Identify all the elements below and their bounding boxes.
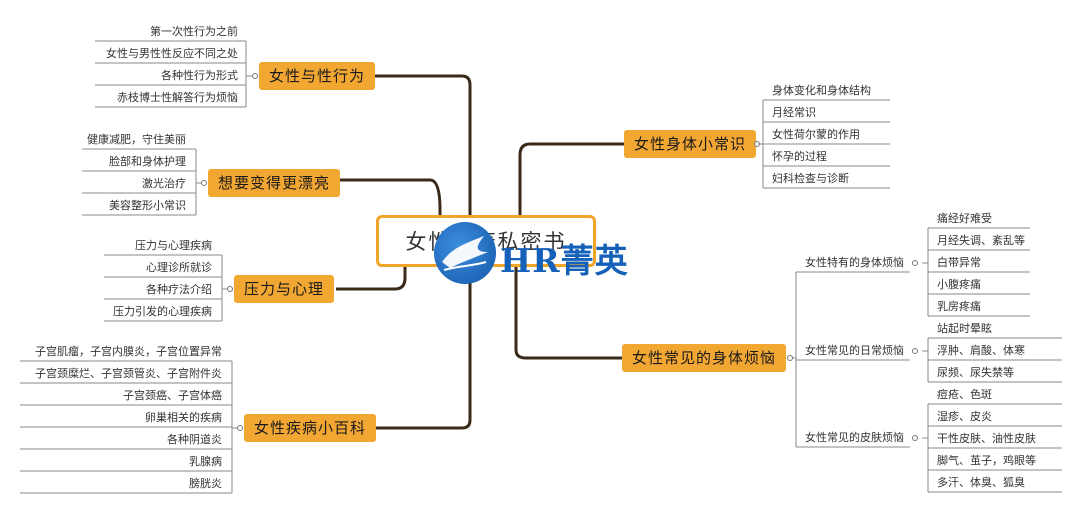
leaf-item[interactable]: 浮肿、肩酸、体寒 — [937, 344, 1025, 357]
leaf-item[interactable]: 小腹疼痛 — [937, 278, 981, 291]
leaf-item[interactable]: 站起时晕眩 — [937, 322, 992, 335]
bird-logo-icon — [434, 222, 496, 284]
topic-disease-encyclopedia[interactable]: 女性疾病小百科 — [244, 414, 377, 442]
leaf-item[interactable]: 子宫颈糜烂、子宫颈管炎、子宫附件炎 — [35, 367, 222, 380]
connector-line — [518, 142, 624, 215]
leaf-item[interactable]: 激光治疗 — [142, 177, 186, 190]
collapse-toggle-icon[interactable] — [912, 260, 918, 266]
collapse-toggle-icon[interactable] — [201, 180, 207, 186]
leaf-item[interactable]: 妇科检查与诊断 — [772, 172, 849, 185]
collapse-toggle-icon[interactable] — [252, 73, 258, 79]
hr-logo-watermark: HR菁英 — [434, 222, 654, 292]
topic-stress-mind[interactable]: 压力与心理 — [234, 275, 335, 303]
subtopic-daily-troubles[interactable]: 女性常见的日常烦恼 — [805, 344, 904, 357]
subtopic-specific-troubles[interactable]: 女性特有的身体烦恼 — [805, 256, 904, 269]
leaf-item[interactable]: 健康减肥，守住美丽 — [87, 133, 186, 146]
collapse-toggle-icon[interactable] — [237, 425, 243, 431]
leaf-item[interactable]: 湿疹、皮炎 — [937, 410, 992, 423]
connector-line — [376, 267, 472, 430]
leaf-item[interactable]: 第一次性行为之前 — [150, 25, 238, 38]
leaf-item[interactable]: 多汗、体臭、狐臭 — [937, 476, 1025, 489]
leaf-item[interactable]: 痘疮、色斑 — [937, 388, 992, 401]
topic-body-knowledge[interactable]: 女性身体小常识 — [624, 130, 757, 158]
leaf-item[interactable]: 膀胱炎 — [189, 477, 222, 490]
leaf-item[interactable]: 各种疗法介绍 — [146, 283, 212, 296]
connector-line — [340, 178, 442, 215]
leaf-item[interactable]: 子宫颈癌、子宫体癌 — [123, 389, 222, 402]
subtopic-skin-troubles[interactable]: 女性常见的皮肤烦恼 — [805, 431, 904, 444]
connector-line — [375, 74, 472, 215]
leaf-item[interactable]: 美容整形小常识 — [109, 199, 186, 212]
leaf-item[interactable]: 月经失调、紊乱等 — [937, 234, 1025, 247]
leaf-item[interactable]: 脚气、茧子，鸡眼等 — [937, 454, 1036, 467]
leaf-item[interactable]: 乳腺病 — [189, 455, 222, 468]
connector-line — [336, 267, 407, 291]
collapse-toggle-icon[interactable] — [912, 435, 918, 441]
collapse-toggle-icon[interactable] — [227, 286, 233, 292]
leaf-item[interactable]: 女性与男性性反应不同之处 — [106, 47, 238, 60]
leaf-item[interactable]: 乳房疼痛 — [937, 300, 981, 313]
collapse-toggle-icon[interactable] — [912, 348, 918, 354]
leaf-item[interactable]: 各种性行为形式 — [161, 69, 238, 82]
leaf-item[interactable]: 子宫肌瘤，子宫内膜炎，子宫位置异常 — [35, 345, 222, 358]
leaf-item[interactable]: 赤枝博士性解答行为烦恼 — [117, 91, 238, 104]
collapse-toggle-icon[interactable] — [754, 141, 760, 147]
leaf-item[interactable]: 女性荷尔蒙的作用 — [772, 128, 860, 141]
leaf-item[interactable]: 身体变化和身体结构 — [772, 84, 871, 97]
leaf-item[interactable]: 白带异常 — [937, 256, 981, 269]
topic-body-troubles[interactable]: 女性常见的身体烦恼 — [622, 344, 787, 372]
topic-beauty[interactable]: 想要变得更漂亮 — [208, 169, 341, 197]
leaf-item[interactable]: 月经常识 — [772, 106, 816, 119]
collapse-toggle-icon[interactable] — [787, 355, 793, 361]
leaf-item[interactable]: 压力引发的心理疾病 — [113, 305, 212, 318]
leaf-item[interactable]: 各种阴道炎 — [167, 433, 222, 446]
leaf-item[interactable]: 尿频、尿失禁等 — [937, 366, 1014, 379]
topic-sex-behavior[interactable]: 女性与性行为 — [259, 62, 376, 90]
leaf-item[interactable]: 压力与心理疾病 — [135, 239, 212, 252]
connector-line — [514, 267, 622, 360]
leaf-item[interactable]: 脸部和身体护理 — [109, 155, 186, 168]
leaf-item[interactable]: 怀孕的过程 — [772, 150, 827, 163]
logo-text: HR菁英 — [500, 241, 629, 280]
leaf-item[interactable]: 干性皮肤、油性皮肤 — [937, 432, 1036, 445]
leaf-item[interactable]: 痛经好难受 — [937, 212, 992, 225]
leaf-item[interactable]: 卵巢相关的疾病 — [145, 411, 222, 424]
leaf-item[interactable]: 心理诊所就诊 — [146, 261, 212, 274]
